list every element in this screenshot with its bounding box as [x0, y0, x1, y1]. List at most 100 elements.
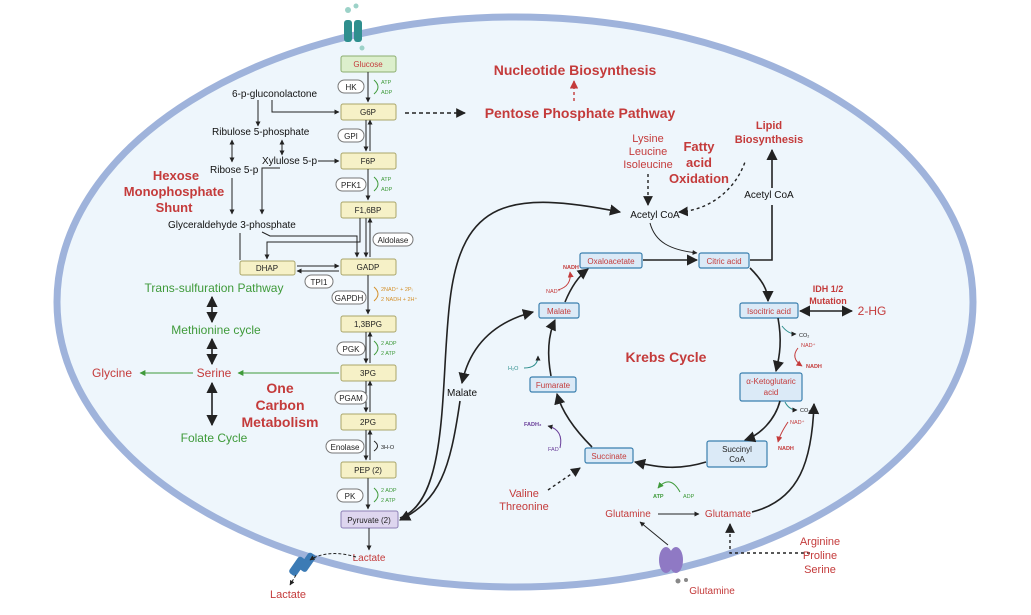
- gadp-label: GADP: [357, 263, 380, 272]
- akg-label2: acid: [764, 388, 779, 397]
- ribulose-label: Ribulose 5-phosphate: [212, 127, 310, 138]
- ppp-label: Pentose Phosphate Pathway: [485, 105, 676, 121]
- krebs-cycle: Acetyl CoA Malate Oxaloacetate Citric ac…: [398, 120, 887, 597]
- glutamate-label: Glutamate: [705, 509, 752, 520]
- pep-label: PEP (2): [354, 466, 382, 475]
- gapdh-nad: 2NAD⁺ + 2Pᵢ: [381, 286, 413, 293]
- malate-label: Malate: [547, 307, 572, 316]
- pk-pill: [336, 488, 364, 503]
- pgk-pill: [336, 341, 366, 356]
- oxaloacetate-box: [579, 252, 643, 269]
- hk-adp: ADP: [381, 90, 393, 96]
- g6p-label: G6P: [360, 108, 376, 117]
- xylulose-label: Xylulose 5-p: [262, 156, 317, 167]
- gapdh-pill: [331, 290, 367, 305]
- pfk1-label: PFK1: [341, 181, 362, 190]
- aldolase-label: Aldolase: [378, 236, 409, 245]
- arginine-label: Arginine: [800, 536, 840, 548]
- isocitric-nadh: NADH: [806, 364, 822, 370]
- hms-line3: Shunt: [156, 200, 193, 215]
- top-transporter-icon: [344, 3, 365, 51]
- citric-box: [698, 252, 750, 269]
- fa-line2: acid: [686, 155, 712, 170]
- fadh2-label: FADH₂: [524, 422, 542, 428]
- oc-line2: Carbon: [256, 397, 305, 413]
- pg3-label: 3PG: [360, 369, 376, 378]
- malate-nad: NAD⁺: [546, 288, 561, 295]
- glyceraldehyde-label: Glyceraldehyde 3-phosphate: [168, 220, 296, 231]
- pgk-label: PGK: [343, 345, 361, 354]
- lactate-outer-label: Lactate: [270, 589, 306, 601]
- isocitric-nad: NAD⁺: [801, 342, 816, 349]
- succ-adp: ADP: [683, 494, 695, 500]
- gpi-pill: [337, 128, 365, 143]
- pentose-phosphate-branch: 6-p-gluconolactone Ribulose 5-phosphate …: [124, 62, 676, 260]
- gapdh-nadh: 2 NADH + 2H⁺: [381, 296, 417, 303]
- pg2-label: 2PG: [360, 418, 376, 427]
- hms-line1: Hexose: [153, 168, 199, 183]
- dhap-label: DHAP: [256, 264, 278, 273]
- proline-label: Proline: [803, 550, 837, 562]
- succinyl-box: [706, 440, 768, 468]
- transsulfuration-label: Trans-sulfuration Pathway: [145, 281, 284, 295]
- succ-atp: ATP: [653, 494, 664, 500]
- aldolase-pill: [372, 232, 414, 247]
- nucleotide-label: Nucleotide Biosynthesis: [494, 62, 657, 78]
- isocitric-co2: CO₂: [799, 333, 809, 339]
- lipid-line2: Biosynthesis: [735, 134, 803, 146]
- hk-atp: ATP: [381, 80, 392, 86]
- bpg13-label: 1,3BPG: [354, 320, 382, 329]
- fumarate-label: Fumarate: [536, 381, 571, 390]
- gluconolactone-label: 6-p-gluconolactone: [232, 89, 317, 100]
- akg-nad: NAD⁺: [790, 419, 805, 426]
- oxaloacetate-label: Oxaloacetate: [587, 257, 635, 266]
- fumarate-box: [529, 376, 577, 393]
- gpi-label: GPI: [344, 132, 358, 141]
- glutamine-label: Glutamine: [605, 509, 651, 520]
- leucine-label: Leucine: [629, 146, 668, 158]
- pk-label: PK: [345, 492, 356, 501]
- gapdh-label: GAPDH: [335, 294, 364, 303]
- methionine-label: Methionine cycle: [171, 323, 261, 337]
- hk-pill: [337, 79, 365, 94]
- pfk-adp: ADP: [381, 187, 393, 193]
- succinate-label: Succinate: [591, 452, 627, 461]
- one-carbon-branch: Trans-sulfuration Pathway Methionine cyc…: [92, 281, 339, 445]
- pk-atp: 2 ATP: [381, 498, 396, 504]
- pgam-pill: [334, 390, 368, 405]
- ribose-label: Ribose 5-p: [210, 165, 259, 176]
- acetyl-coa-label: Acetyl CoA: [630, 210, 680, 221]
- tpi1-pill: [304, 274, 334, 289]
- glutamine-transporter-icon: [659, 547, 688, 584]
- hms-line2: Monophosphate: [124, 184, 224, 199]
- fumarate-h2o: H₂O: [508, 366, 519, 372]
- akg-nadh: NADH: [778, 446, 794, 452]
- isocitric-label: Isocitric acid: [747, 307, 791, 316]
- idh-line2: Mutation: [809, 296, 847, 306]
- lactate-inner-label: Lactate: [353, 553, 386, 564]
- dhap-box: [239, 260, 296, 276]
- glycine-label: Glycine: [92, 366, 132, 380]
- oc-line1: One: [266, 380, 293, 396]
- fa-line3: Oxidation: [669, 171, 729, 186]
- threonine-label: Threonine: [499, 501, 549, 513]
- krebs-title: Krebs Cycle: [626, 349, 707, 365]
- succinyl-label1: Succinyl: [722, 445, 752, 454]
- isoleucine-label: Isoleucine: [623, 159, 673, 171]
- serine-label: Serine: [197, 366, 232, 380]
- lysine-label: Lysine: [632, 133, 663, 145]
- fad-label: FAD: [548, 447, 559, 453]
- pgam-label: PGAM: [339, 394, 363, 403]
- folate-label: Folate Cycle: [181, 431, 248, 445]
- glycolysis-column: Glucose G6P F6P F1,6BP GADP 1,3BPG 3PG 2…: [239, 55, 417, 551]
- akg-co2: CO₂: [800, 408, 810, 414]
- citric-label: Citric acid: [706, 257, 741, 266]
- f16bp-label: F1,6BP: [355, 206, 382, 215]
- enolase-h2o: 3H-O: [381, 445, 395, 451]
- pgk-atp: 2 ATP: [381, 351, 396, 357]
- pk-adp: 2 ADP: [381, 488, 397, 494]
- hg-label: 2-HG: [858, 304, 887, 318]
- enolase-pill: [325, 439, 365, 454]
